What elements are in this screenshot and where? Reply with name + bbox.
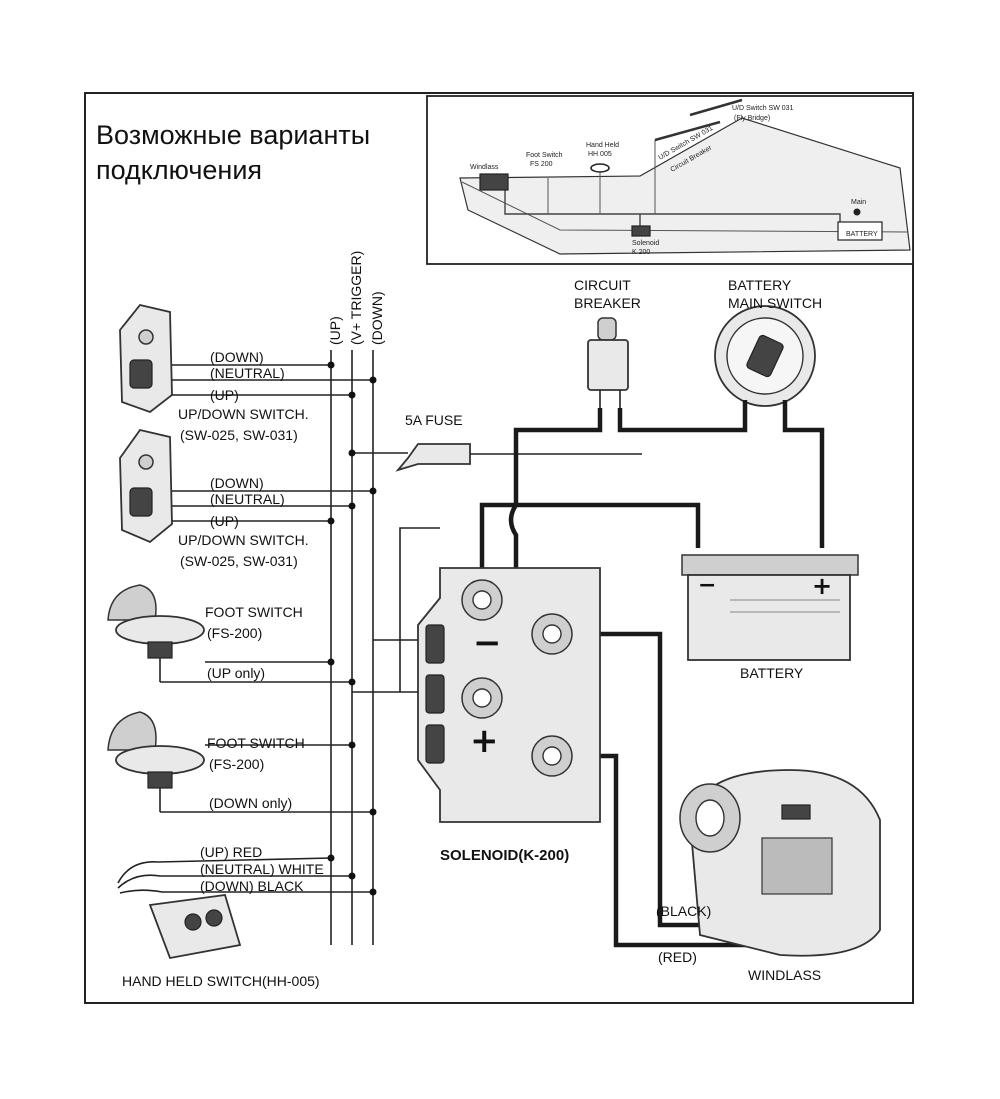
switch-2-wire-up-label: (UP) — [210, 513, 239, 529]
inset-label-hand-held: Hand Held — [586, 142, 619, 149]
switch-1-models: (SW-025, SW-031) — [180, 427, 298, 443]
fuse-5a: 5A FUSE — [348, 412, 642, 472]
inset-label-hh-model: HH 005 — [588, 151, 612, 158]
battery-switch-label-1: BATTERY — [728, 277, 792, 293]
battery: − + BATTERY — [681, 554, 859, 681]
solenoid-body — [417, 567, 601, 823]
coil-return-wire — [399, 527, 440, 692]
inset-label-fly-bridge: (Fly Bridge) — [734, 115, 770, 122]
solenoid-minus-sign: − — [473, 623, 502, 663]
fuse-icon — [395, 443, 471, 472]
hand-held-wire-neutral-label: (NEUTRAL) WHITE — [200, 861, 324, 877]
hand-held-name: HAND HELD SWITCH(HH-005) — [122, 973, 320, 989]
bus-label-up: (UP) — [327, 316, 343, 345]
hand-held-wire-up-label: (UP) RED — [200, 844, 262, 860]
diagram-frame — [84, 92, 914, 1004]
wire-breaker-to-solenoid-plus — [498, 408, 603, 703]
solenoid-plus-sign: + — [470, 721, 499, 761]
circuit-breaker-icon — [587, 339, 629, 391]
foot-switch-2-icon — [115, 745, 205, 775]
wire-main-switch-to-battery-plus — [782, 400, 825, 548]
foot-switch-2-name: FOOT SWITCH — [207, 735, 305, 751]
page-title: Возможные варианты подключения — [96, 118, 370, 188]
bus-label-trigger: (V+ TRIGGER) — [348, 251, 364, 345]
inset-main-switch-icon — [853, 208, 861, 216]
inset-label-windlass: Windlass — [470, 164, 499, 171]
foot-switch-2-wire-label: (DOWN only) — [209, 795, 292, 811]
foot-switch-1-model: (FS-200) — [207, 625, 262, 641]
wire-solenoid-minus-to-battery-minus — [479, 502, 701, 588]
updown-switch-1: (DOWN) (NEUTRAL) (UP) UP/DOWN SWITCH. (S… — [119, 303, 377, 443]
hand-held-switch: (UP) RED (NEUTRAL) WHITE (DOWN) BLACK HA… — [117, 844, 377, 989]
hand-held-wire-down-label: (DOWN) BLACK — [200, 878, 304, 894]
foot-switch-1-icon — [115, 615, 205, 645]
battery-switch-label-2: MAIN SWITCH — [728, 295, 822, 311]
control-bus: (UP) (V+ TRIGGER) (DOWN) — [327, 251, 385, 945]
windlass-wire-red-label: (RED) — [658, 949, 697, 965]
windlass-label: WINDLASS — [748, 967, 821, 983]
inset-windlass-icon — [479, 173, 509, 191]
windlass: (BLACK) (RED) WINDLASS — [656, 769, 881, 983]
inset-label-main: Main — [851, 199, 866, 206]
foot-switch-1: FOOT SWITCH (FS-200) (UP only) — [107, 584, 356, 686]
switch-1-wire-down-label: (DOWN) — [210, 349, 264, 365]
switch-1-name: UP/DOWN SWITCH. — [178, 406, 309, 422]
circuit-breaker-label-1: CIRCUIT — [574, 277, 631, 293]
battery-icon — [687, 574, 851, 661]
switch-2-wire-neutral-label: (NEUTRAL) — [210, 491, 285, 507]
foot-switch-1-name: FOOT SWITCH — [205, 604, 303, 620]
switch-1-wire-neutral-label: (NEUTRAL) — [210, 365, 285, 381]
windlass-wire-black-label: (BLACK) — [656, 903, 711, 919]
switch-2-wire-down-label: (DOWN) — [210, 475, 264, 491]
inset-label-fs-model: FS 200 — [530, 161, 553, 168]
battery-label: BATTERY — [740, 665, 804, 681]
inset-label-foot-switch: Foot Switch — [526, 152, 563, 159]
inset-battery-icon — [837, 221, 883, 241]
foot-switch-2-model: (FS-200) — [209, 756, 264, 772]
title-line-2: подключения — [96, 155, 263, 185]
foot-switch-1-wire-label: (UP only) — [207, 665, 265, 681]
foot-switch-2: FOOT SWITCH (FS-200) (DOWN only) — [107, 711, 377, 816]
inset-label-solenoid: Solenoid — [632, 240, 659, 247]
bus-label-down: (DOWN) — [369, 291, 385, 345]
battery-minus-sign: − — [698, 573, 716, 598]
updown-switch-1-icon — [119, 303, 173, 414]
updown-switch-2-icon — [119, 428, 173, 544]
fuse-label: 5A FUSE — [405, 412, 463, 428]
inset-label-solenoid-model: K 200 — [632, 249, 650, 256]
inset-label-ud-switch-fly: U/D Switch SW 031 — [732, 105, 794, 112]
battery-main-switch: BATTERY MAIN SWITCH — [714, 277, 822, 407]
wire-breaker-to-main-switch — [617, 400, 748, 433]
battery-plus-sign: + — [812, 572, 832, 600]
switch-2-models: (SW-025, SW-031) — [180, 553, 298, 569]
switch-2-name: UP/DOWN SWITCH. — [178, 532, 309, 548]
title-line-1: Возможные варианты — [96, 120, 371, 150]
inset-solenoid-icon — [631, 225, 651, 237]
updown-switch-2: (DOWN) (NEUTRAL) (UP) UP/DOWN SWITCH. (S… — [119, 428, 377, 569]
inset-label-battery: BATTERY — [846, 231, 878, 238]
solenoid-label: SOLENOID(K-200) — [440, 847, 569, 864]
inset-boat-diagram: U/D Switch SW 031 (Fly Bridge) Hand Held… — [426, 95, 914, 265]
circuit-breaker-label-2: BREAKER — [574, 295, 641, 311]
circuit-breaker: CIRCUIT BREAKER — [574, 277, 641, 408]
solenoid-k200: − + SOLENOID(K-200) — [417, 567, 601, 864]
inset-hand-held-icon — [590, 163, 610, 173]
switch-1-wire-up-label: (UP) — [210, 387, 239, 403]
